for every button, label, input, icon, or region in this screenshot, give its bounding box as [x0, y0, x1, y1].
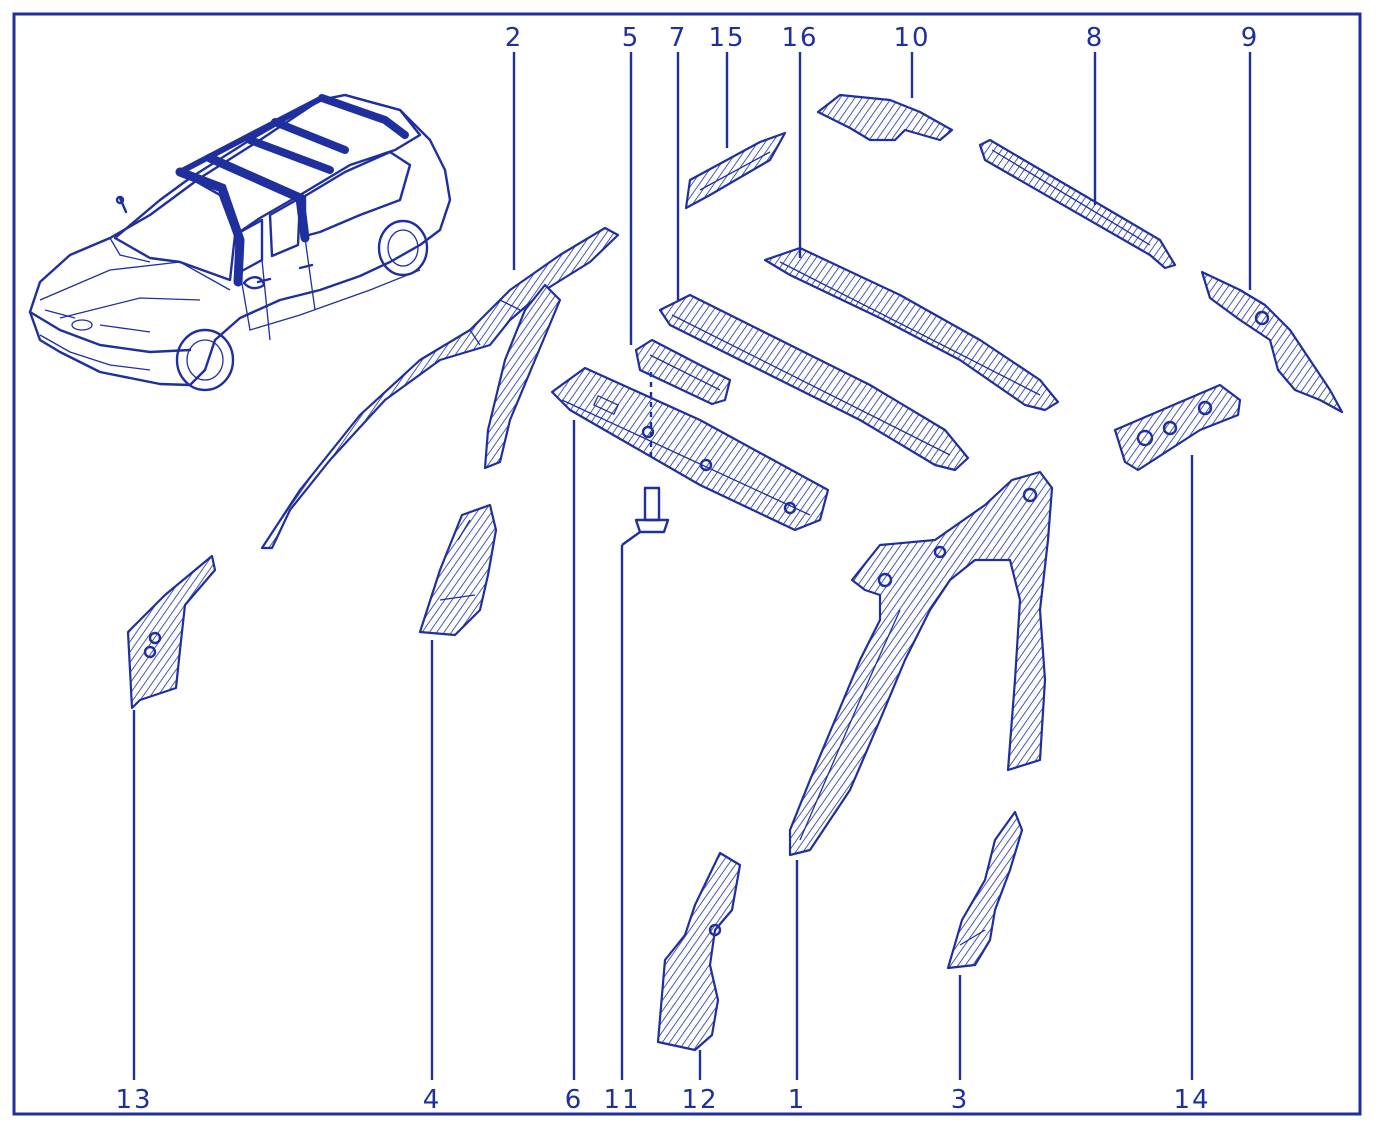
label-part-6: 6: [565, 1085, 584, 1115]
label-part-14: 14: [1173, 1085, 1210, 1115]
label-part-3: 3: [951, 1085, 970, 1115]
part-16: [763, 246, 1060, 412]
label-part-15: 15: [708, 23, 745, 53]
label-part-7: 7: [669, 23, 688, 53]
part-7: [658, 293, 970, 472]
part-labels: 2 5 7 15 16 10 8 9 13 4 6 11 12 1 3 14: [115, 23, 1260, 1115]
label-part-1: 1: [788, 1085, 807, 1115]
part-8: [978, 138, 1177, 270]
car-illustration: [28, 93, 452, 392]
label-part-11: 11: [603, 1085, 640, 1115]
part-2: [260, 226, 620, 550]
label-part-12: 12: [681, 1085, 718, 1115]
label-part-8: 8: [1086, 23, 1105, 53]
part-13: [126, 554, 217, 710]
part-3: [946, 810, 1024, 970]
part-11: [634, 486, 670, 534]
label-part-2: 2: [505, 23, 524, 53]
part-1: [788, 470, 1054, 857]
diagram-border: [12, 12, 1362, 1116]
part-6: [550, 366, 830, 532]
part-10: [816, 93, 954, 142]
label-part-13: 13: [115, 1085, 152, 1115]
label-part-9: 9: [1241, 23, 1260, 53]
part-12: [656, 851, 742, 1052]
label-part-4: 4: [423, 1085, 442, 1115]
leader-lines: [132, 52, 1252, 1080]
label-part-10: 10: [893, 23, 930, 53]
label-part-5: 5: [622, 23, 641, 53]
label-part-16: 16: [781, 23, 818, 53]
part-14: [1113, 383, 1242, 472]
part-15: [684, 131, 787, 210]
part-4: [418, 503, 498, 637]
part-9: [1200, 270, 1344, 414]
